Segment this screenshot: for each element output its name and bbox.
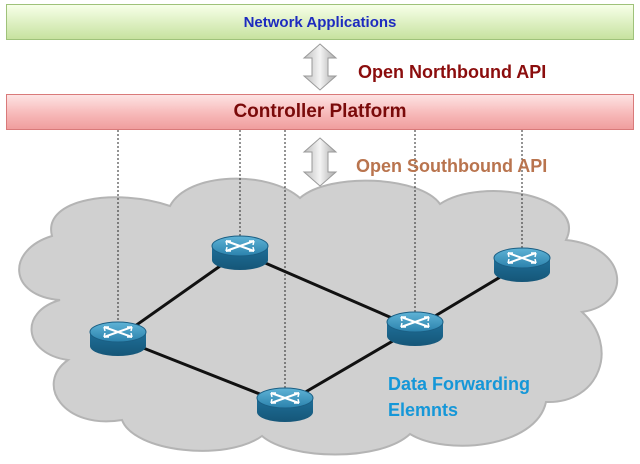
controller-platform-layer: Controller Platform	[6, 94, 634, 130]
control-channels	[117, 130, 523, 398]
router-icon	[89, 321, 147, 356]
router-icon	[493, 247, 551, 282]
link-r1-r3	[116, 336, 287, 406]
data-forwarding-label-line1: Data Forwarding	[388, 374, 531, 394]
network-applications-layer: Network Applications	[6, 4, 634, 40]
southbound-api-label: Open Southbound API	[356, 156, 548, 176]
southbound-double-arrow	[302, 137, 338, 187]
northbound-double-arrow	[302, 43, 338, 91]
data-forwarding-label-line2: Elemnts	[388, 400, 459, 420]
controller-platform-label: Controller Platform	[233, 101, 407, 122]
link-r2-r4	[238, 250, 417, 330]
data-plane-cloud	[18, 177, 619, 456]
network-applications-label: Network Applications	[243, 13, 397, 31]
router-icon	[386, 311, 444, 346]
router-icon	[211, 235, 269, 270]
northbound-api-label: Open Northbound API	[358, 62, 547, 82]
router-icon	[256, 387, 314, 422]
